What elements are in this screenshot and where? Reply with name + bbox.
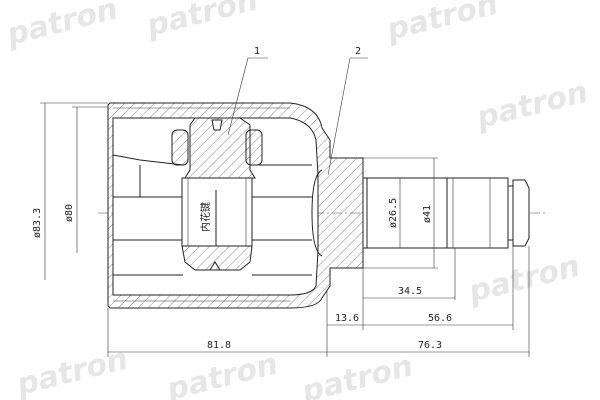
watermark: patron bbox=[142, 0, 261, 44]
dim-shaft-diameter: ø26.5 bbox=[388, 198, 399, 228]
watermark: patron bbox=[2, 0, 121, 53]
dim-neck-length: 13.6 bbox=[335, 313, 359, 324]
tripod-spider: 内花键 bbox=[171, 117, 263, 271]
callout-2: 2 bbox=[355, 46, 361, 57]
dim-flange-diameter: ø41 bbox=[422, 205, 433, 223]
watermark: patron bbox=[464, 249, 583, 310]
stub-shaft bbox=[362, 177, 530, 249]
watermark: patron bbox=[162, 347, 281, 400]
watermark: patron bbox=[382, 0, 501, 48]
dim-outer-diameter: ø83.3 bbox=[32, 208, 43, 238]
callout-1: 1 bbox=[254, 46, 260, 57]
watermark: patron bbox=[472, 75, 591, 136]
dim-housing-length: 81.8 bbox=[207, 340, 231, 351]
dimensions: ø83.3 ø80 ø26.5 ø41 34.5 13.6 56.6 81.8 … bbox=[32, 102, 530, 357]
dim-shaft-length: 56.6 bbox=[428, 313, 452, 324]
watermark: patron bbox=[12, 342, 131, 400]
dim-housing-diameter: ø80 bbox=[64, 204, 75, 222]
watermark: patron bbox=[297, 349, 416, 400]
callouts: 1 2 bbox=[227, 46, 368, 176]
dim-stem-length: 76.3 bbox=[418, 340, 442, 351]
dim-spline-length: 34.5 bbox=[398, 286, 422, 297]
inner-spline-label: 内花键 bbox=[199, 202, 212, 232]
